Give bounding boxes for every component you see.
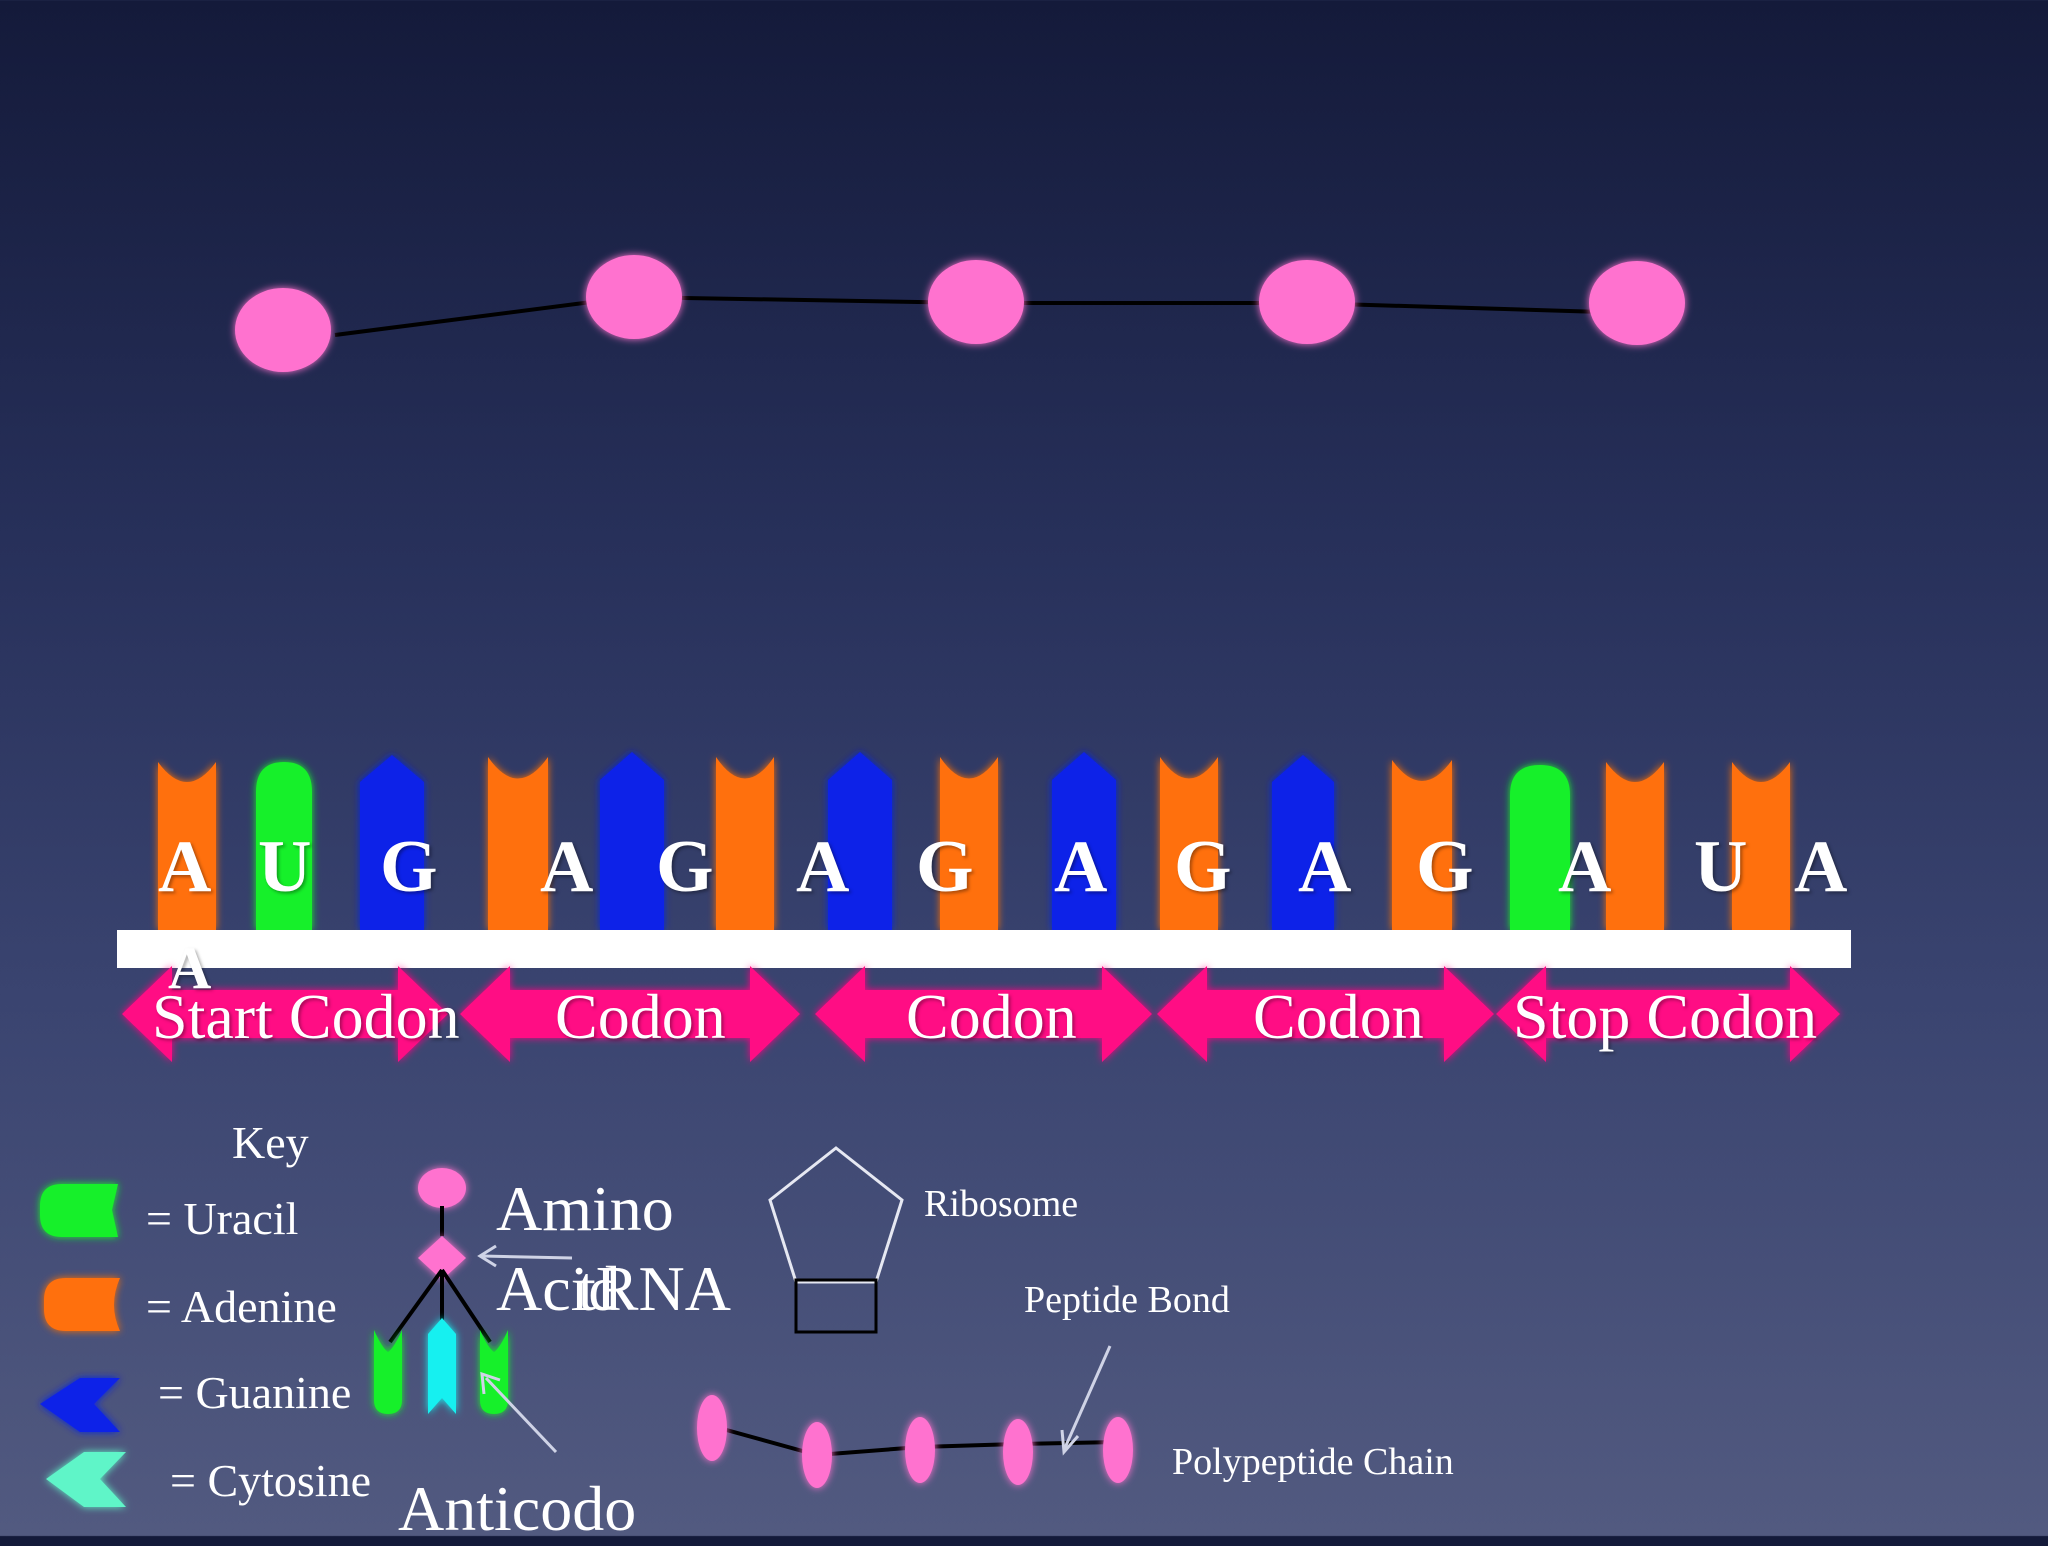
amino-acid-circle: [1259, 260, 1355, 344]
mrna-backbone: [117, 930, 1851, 968]
codon-arrow: [815, 966, 1152, 1062]
amino-acid-oval: [1003, 1419, 1033, 1485]
base-letter: U: [258, 826, 312, 908]
ribosome-label: Ribosome: [924, 1183, 1079, 1225]
adenine-nucleotide: [716, 757, 774, 930]
trna-icon: [374, 1168, 573, 1454]
adenine-key-icon: [44, 1278, 120, 1331]
base-letter: G: [916, 826, 974, 908]
adenine-nucleotide: [1160, 757, 1218, 930]
adenine-nucleotide: [1732, 762, 1790, 930]
stray-base-letter: A: [168, 935, 212, 1001]
base-letter: A: [796, 826, 850, 908]
ribosome-icon: [768, 1146, 904, 1334]
codon-label: Codon: [906, 981, 1077, 1052]
codon-arrow: [460, 966, 800, 1062]
base-letter: G: [656, 826, 714, 908]
amino-acid-circle: [1589, 261, 1685, 345]
start-codon-label: Start Codon: [152, 981, 460, 1052]
amino-acid-label-line1: Amino: [496, 1173, 674, 1244]
top-amino-chain: [235, 255, 1685, 372]
codon-label: Codon: [555, 981, 726, 1052]
base-letter: G: [380, 826, 438, 908]
base-letter: A: [540, 826, 594, 908]
trna-branch-line: [388, 1268, 444, 1344]
amino-acid-label-line2: Acid: [496, 1253, 621, 1324]
stop-codon-arrow: [1496, 966, 1840, 1062]
anticodon-pointer: [484, 1376, 558, 1454]
key-adenine-label: = Adenine: [146, 1281, 337, 1332]
amino-acid-oval: [802, 1422, 832, 1488]
key-swatches: [40, 1184, 126, 1507]
guanine-nucleotide: [828, 752, 892, 930]
codon-label: Codon: [1253, 981, 1424, 1052]
amino-acid-circle: [928, 260, 1024, 344]
adenine-nucleotide: [940, 757, 998, 930]
peptide-bond-pointer: [1062, 1345, 1112, 1451]
ribosome-rectangle-icon: [794, 1278, 878, 1334]
key-guanine-label: = Guanine: [158, 1367, 352, 1418]
guanine-key-icon: [40, 1378, 120, 1432]
bottom-polypeptide-chain: [697, 1345, 1133, 1488]
base-letter: A: [1054, 826, 1108, 908]
amino-acid-oval: [697, 1395, 727, 1461]
base-letter: U: [1694, 826, 1748, 908]
key-title: Key: [232, 1117, 309, 1168]
trna-body-icon: [418, 1236, 466, 1280]
ribosome-pentagon-icon: [768, 1146, 904, 1284]
polypeptide-chain-label: Polypeptide Chain: [1172, 1441, 1454, 1483]
trna-label: tRNA: [578, 1253, 731, 1324]
key-cytosine-label: = Cytosine: [170, 1455, 372, 1506]
amino-acid-pointer: [481, 1254, 573, 1260]
anticodon-pointer-head: [480, 1371, 501, 1395]
amino-acid-oval: [1103, 1417, 1133, 1483]
adenine-nucleotide: [1392, 760, 1452, 930]
anticodon-label: Anticodo: [398, 1473, 637, 1544]
anticodon-cytosine-icon: [428, 1318, 456, 1414]
codon-arrows: [122, 966, 1840, 1062]
mrna-nucleotides: [158, 752, 1790, 930]
codon-arrow: [1157, 966, 1494, 1062]
trna-branch-line: [440, 1268, 492, 1344]
uracil-key-icon: [40, 1184, 118, 1237]
start-codon-arrow: [122, 966, 448, 1062]
amino-acid-circle: [586, 255, 682, 339]
uracil-nucleotide: [256, 762, 312, 930]
guanine-nucleotide: [600, 752, 664, 930]
amino-acid-pointer-head: [477, 1244, 497, 1268]
base-letter: G: [1174, 826, 1232, 908]
guanine-nucleotide: [1272, 755, 1334, 930]
peptide-bond-pointer-head: [1060, 1429, 1080, 1456]
adenine-nucleotide: [1606, 762, 1664, 930]
stop-codon-label: Stop Codon: [1513, 981, 1818, 1052]
anticodon-uracil-icon: [374, 1330, 402, 1414]
trna-amino-acid-icon: [418, 1168, 466, 1208]
guanine-nucleotide: [1052, 752, 1116, 930]
base-letter: A: [1558, 826, 1612, 908]
peptide-bond-label: Peptide Bond: [1024, 1279, 1230, 1321]
amino-acid-oval: [905, 1417, 935, 1483]
amino-acid-circle: [235, 288, 331, 372]
cytosine-key-icon: [46, 1452, 126, 1507]
key-uracil-label: = Uracil: [146, 1193, 299, 1244]
base-letter: A: [158, 826, 212, 908]
anticodon-uracil-icon: [480, 1330, 508, 1414]
adenine-nucleotide: [158, 762, 216, 930]
uracil-nucleotide: [1510, 765, 1570, 930]
guanine-nucleotide: [360, 755, 424, 930]
adenine-nucleotide: [488, 757, 548, 930]
base-letter: G: [1416, 826, 1474, 908]
base-letter: A: [1794, 826, 1848, 908]
base-letter: A: [1298, 826, 1352, 908]
